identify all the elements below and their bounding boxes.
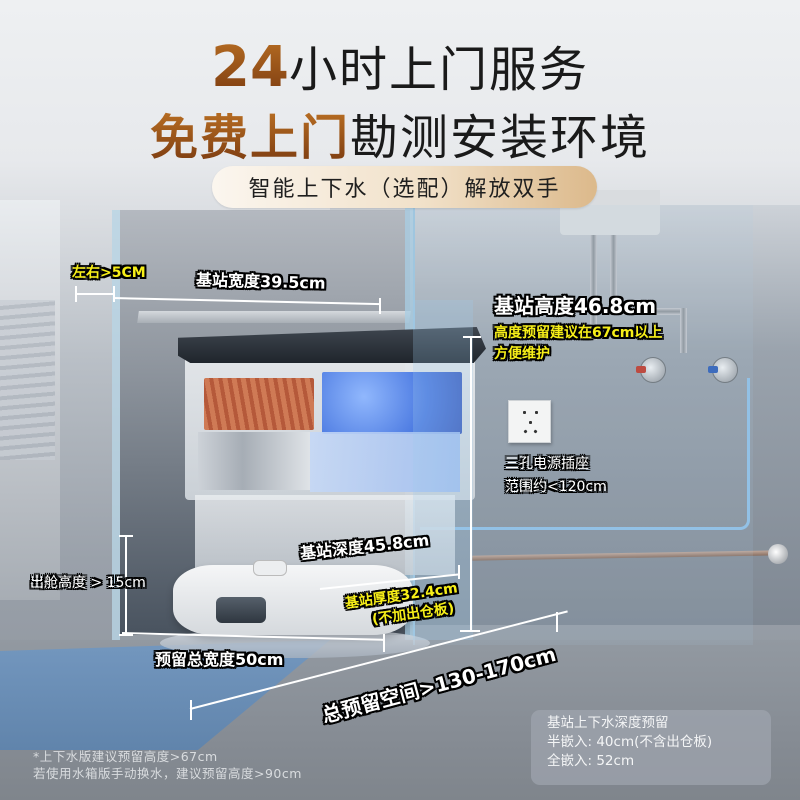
height-advice-label: 高度预留建议在67cm以上 (494, 325, 663, 341)
robot-window (216, 597, 266, 623)
glass-reflection (413, 300, 473, 640)
pipe (590, 235, 597, 340)
background-decor (0, 300, 55, 460)
headline-text: 小时上门服务 (288, 42, 589, 98)
tick (119, 535, 133, 537)
base-station-column (195, 495, 455, 575)
station-width-label: 基站宽度39.5cm (195, 270, 326, 293)
exit-height-label: 出舱高度 > 15cm (30, 575, 146, 591)
depth-semi-embedded: 半嵌入: 40cm(不含出仓板) (547, 734, 713, 750)
drain-rod-cap (768, 544, 788, 564)
tick (463, 336, 481, 338)
robot-vacuum (173, 565, 413, 635)
depth-box-title: 基站上下水深度预留 (547, 715, 669, 731)
tick (190, 700, 192, 720)
clean-water-tank (322, 372, 462, 434)
headline-highlight: 免费上门 (149, 110, 350, 166)
detergent-box (310, 432, 460, 492)
depth-full-embedded: 全嵌入: 52cm (547, 753, 635, 769)
robot-lidar (253, 560, 287, 576)
pipe (610, 235, 617, 315)
side-clearance-line (75, 293, 115, 295)
cabinet-left-panel (112, 210, 120, 640)
headline-text: 勘测安装环境 (350, 110, 651, 166)
feature-pill: 智能上下水（选配）解放双手 (212, 166, 597, 208)
power-outlet-icon (508, 400, 551, 443)
dust-bin (198, 432, 310, 490)
dirty-water-tank (204, 378, 314, 430)
station-height-label: 基站高度46.8cm (494, 294, 657, 318)
valve-handle-blue-icon (708, 366, 718, 373)
tick (379, 298, 381, 314)
valve-handle-red-icon (636, 366, 646, 373)
height-advice-label: 方便维护 (494, 346, 550, 362)
footnote-line2: 若使用水箱版手动换水，建议预留高度>90cm (33, 766, 302, 781)
headline-line2: 免费上门勘测安装环境 (0, 98, 800, 168)
outlet-label: 三孔电源插座 (505, 456, 589, 472)
headline-highlight: 24 (211, 35, 289, 100)
cabinet-shelf (137, 311, 411, 323)
exit-height-line (125, 535, 127, 635)
depth-info-box: 基站上下水深度预留 半嵌入: 40cm(不含出仓板) 全嵌入: 52cm (531, 710, 771, 785)
tick (383, 634, 385, 652)
side-clearance-label: 左右>5CM (72, 265, 146, 281)
tick (113, 286, 115, 302)
headline-line1: 24小时上门服务 (0, 30, 800, 100)
station-height-line (470, 336, 472, 631)
water-hose (420, 378, 750, 530)
tick (460, 630, 480, 632)
total-width-label: 预留总宽度50cm (155, 650, 284, 669)
tick (458, 565, 460, 579)
footnote: *上下水版建议预留高度>67cm 若使用水箱版手动换水，建议预留高度>90cm (33, 748, 302, 782)
tick (556, 612, 558, 632)
tick (75, 286, 77, 302)
pipe (617, 308, 687, 315)
outlet-range-label: 范围约<120cm (505, 479, 607, 495)
tick (119, 634, 133, 636)
footnote-line1: *上下水版建议预留高度>67cm (33, 749, 218, 764)
pipe (680, 308, 687, 353)
